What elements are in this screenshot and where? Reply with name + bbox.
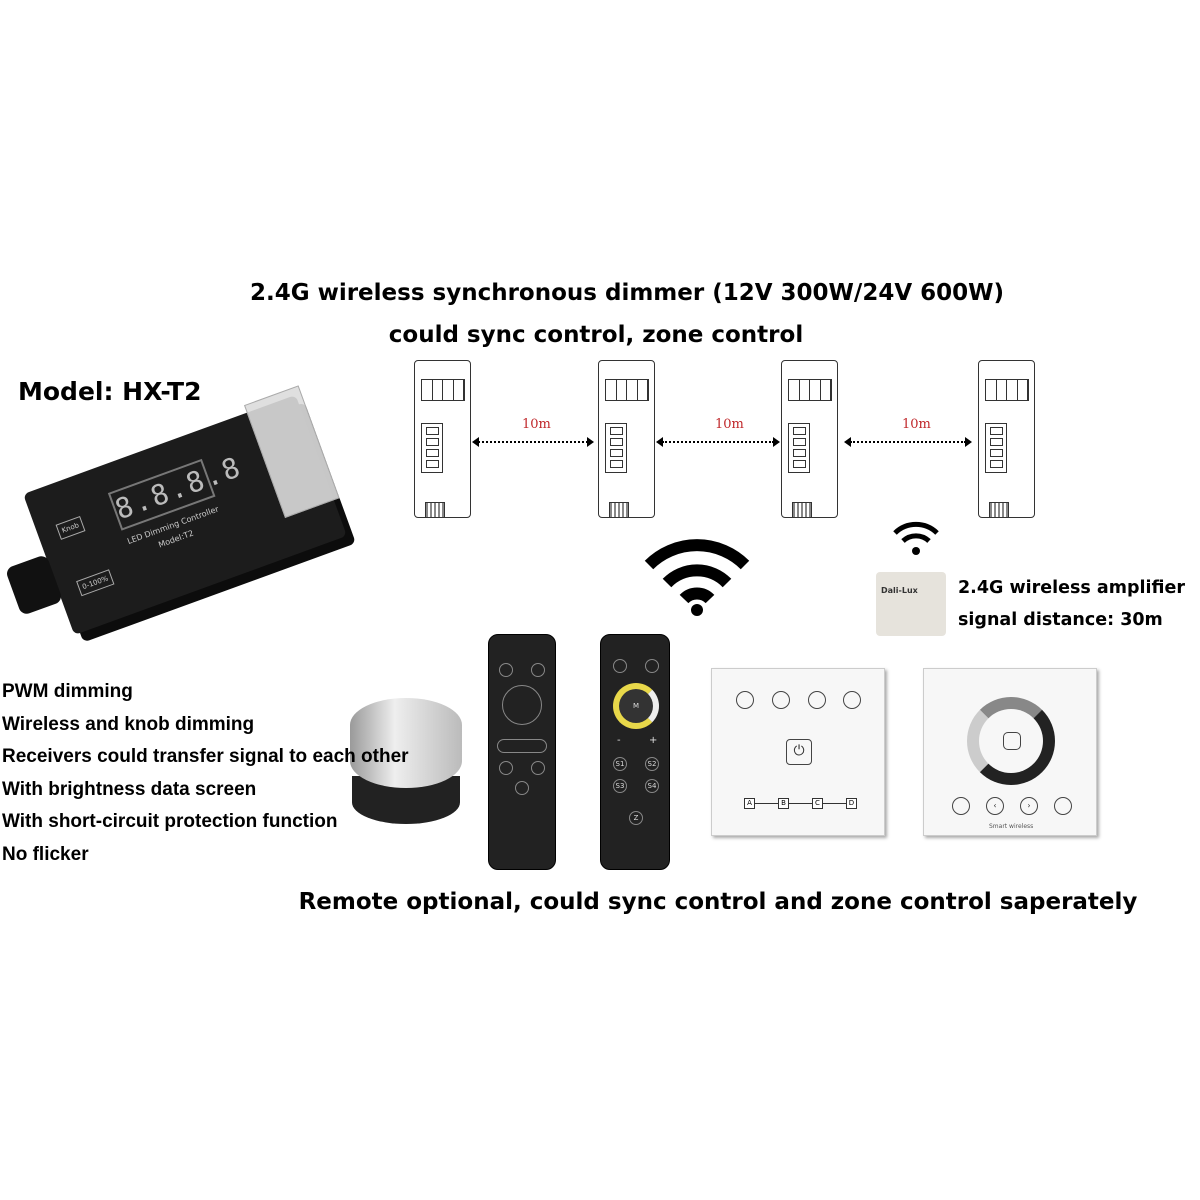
button-icon <box>531 761 545 775</box>
wall-panel-1: ⏻ A B C D <box>711 668 885 836</box>
feature-list: PWM dimming Wireless and knob dimming Re… <box>2 676 409 871</box>
feature-item: With short-circuit protection function <box>2 811 338 832</box>
amplifier-distance: signal distance: 30m <box>958 610 1163 630</box>
receiver-4 <box>978 360 1035 518</box>
amplifier-brand: Dali-Lux <box>881 586 918 595</box>
power-icon: ⏻ <box>786 739 812 765</box>
off-icon <box>952 797 970 815</box>
distance-label: 10m <box>902 417 931 432</box>
off-button-icon <box>613 659 627 673</box>
subtitle: could sync control, zone control <box>388 322 804 348</box>
distance-arrow <box>656 437 780 447</box>
amplifier-image: Dali-Lux <box>876 572 946 636</box>
footer-caption: Remote optional, could sync control and … <box>298 889 1138 915</box>
dpad-icon <box>502 685 542 725</box>
scene-button: S1 <box>613 757 627 771</box>
receiver-3 <box>781 360 838 518</box>
receiver-1 <box>414 360 471 518</box>
range-tag: 0-100% <box>76 569 115 597</box>
center-button-icon <box>1003 732 1021 750</box>
main-title: 2.4G wireless synchronous dimmer (12V 30… <box>249 280 1005 306</box>
color-wheel: M <box>613 683 659 729</box>
terminal-cover <box>244 385 340 518</box>
distance-label: 10m <box>522 417 551 432</box>
zone-button: Z <box>629 811 643 825</box>
receiver-2 <box>598 360 655 518</box>
on-button-icon <box>645 659 659 673</box>
chevron-left-icon: ‹ <box>986 797 1004 815</box>
distance-label: 10m <box>715 417 744 432</box>
brightness-icon <box>772 691 790 709</box>
knob-controller-image <box>350 698 462 826</box>
on-icon <box>1054 797 1072 815</box>
minus-label: - <box>617 735 621 746</box>
chevron-right-icon: › <box>1020 797 1038 815</box>
zone-a: A <box>744 798 755 809</box>
amplifier-title: 2.4G wireless amplifier <box>958 578 1185 598</box>
on-button-icon <box>531 663 545 677</box>
remote-1 <box>488 634 556 870</box>
scene-button: S4 <box>645 779 659 793</box>
wifi-icon-small <box>893 521 939 555</box>
distance-arrow <box>472 437 594 447</box>
remote-2: M - + S1 S2 S3 S4 Z <box>600 634 670 870</box>
wall-panel-2: ‹ › Smart wireless <box>923 668 1097 836</box>
model-label: Model: HX-T2 <box>18 377 202 406</box>
zone-b: B <box>778 798 789 809</box>
feature-item: Wireless and knob dimming <box>2 713 255 735</box>
scene-button: S3 <box>613 779 627 793</box>
knob-tag: Knob <box>55 516 86 540</box>
controller-image: 8.8.8.8 LED Dimming Controller Model:T2 … <box>23 385 347 636</box>
brightness-icon <box>736 691 754 709</box>
plus-label: + <box>649 735 658 746</box>
off-button-icon <box>499 663 513 677</box>
distance-arrow <box>844 437 972 447</box>
feature-item: PWM dimming <box>2 681 133 702</box>
feature-item: No flicker <box>2 843 89 865</box>
wifi-icon <box>644 539 750 616</box>
feature-item: Receivers could transfer signal to each … <box>2 746 409 767</box>
zone-d: D <box>846 798 857 809</box>
night-button-icon <box>497 739 547 753</box>
zone-line <box>750 803 850 804</box>
button-icon <box>499 761 513 775</box>
zone-c: C <box>812 798 823 809</box>
brightness-icon <box>808 691 826 709</box>
feature-item: With brightness data screen <box>2 778 257 800</box>
brightness-icon <box>843 691 861 709</box>
scene-button: S2 <box>645 757 659 771</box>
panel-brand: Smart wireless <box>989 823 1034 830</box>
button-icon <box>515 781 529 795</box>
